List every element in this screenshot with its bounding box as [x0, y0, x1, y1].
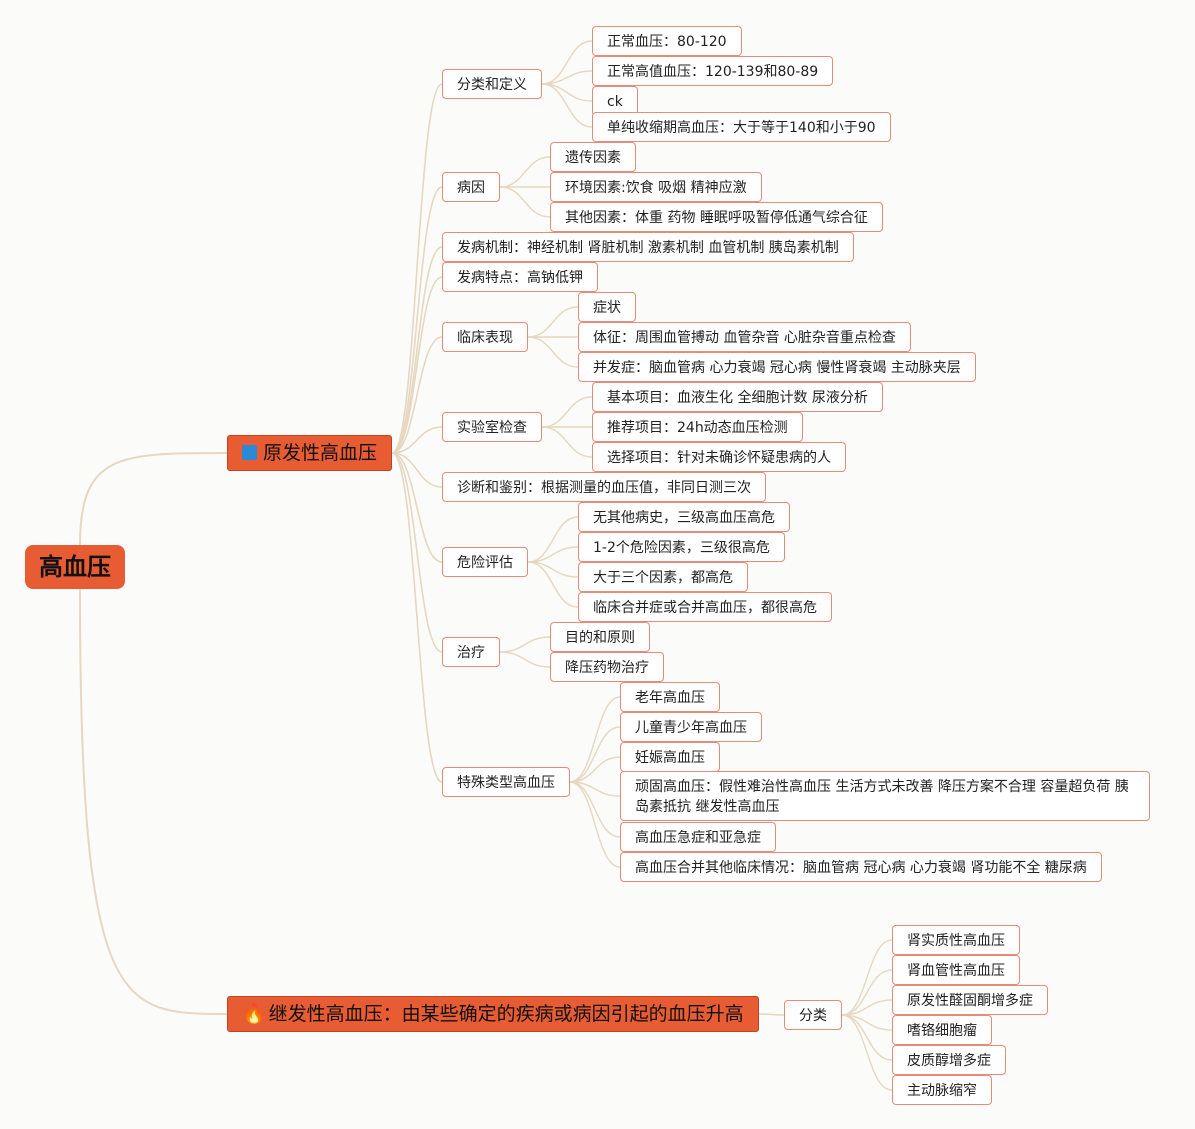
connector-line — [527, 516, 579, 563]
connector-line — [541, 40, 593, 85]
connector-line — [527, 546, 579, 563]
connector-line — [79, 452, 228, 546]
leaf-item[interactable]: 症状 — [578, 292, 636, 322]
connector-line — [758, 1013, 785, 1016]
topic-diagnosis[interactable]: 诊断和鉴别：根据测量的血压值，非同日测三次 — [442, 472, 766, 502]
leaf-item[interactable]: 儿童青少年高血压 — [620, 712, 762, 742]
topic-characteristics[interactable]: 发病特点：高钠低钾 — [442, 262, 598, 292]
leaf-item[interactable]: 妊娠高血压 — [620, 742, 720, 772]
topic-special-types[interactable]: 特殊类型高血压 — [442, 767, 570, 797]
root-node[interactable]: 高血压 — [25, 545, 125, 589]
topic-pathogenesis[interactable]: 发病机制：神经机制 肾脏机制 激素机制 血管机制 胰岛素机制 — [442, 232, 854, 262]
connector-line — [79, 588, 228, 1015]
leaf-item[interactable]: ck — [592, 86, 638, 116]
connector-line — [391, 186, 443, 454]
topic-secondary-classification[interactable]: 分类 — [784, 1000, 842, 1030]
leaf-item[interactable]: 主动脉缩窄 — [892, 1075, 992, 1105]
connector-line — [499, 636, 551, 653]
leaf-item[interactable]: 1-2个危险因素，三级很高危 — [578, 532, 785, 562]
topic-risk[interactable]: 危险评估 — [442, 547, 528, 577]
leaf-item[interactable]: 临床合并症或合并高血压，都很高危 — [578, 592, 832, 622]
connector-line — [841, 969, 893, 1016]
branch-secondary-title: 继发性高血压：由某些确定的疾病或病因引起的血压升高 — [268, 1003, 744, 1025]
connector-line — [391, 276, 443, 454]
connector-line — [527, 561, 579, 608]
connector-line — [541, 396, 593, 428]
connector-line — [391, 426, 443, 454]
leaf-item[interactable]: 嗜铬细胞瘤 — [892, 1015, 992, 1045]
topic-clinical[interactable]: 临床表现 — [442, 322, 528, 352]
connector-line — [391, 452, 443, 563]
topic-classification[interactable]: 分类和定义 — [442, 69, 542, 99]
connector-line — [569, 726, 621, 783]
leaf-item[interactable]: 目的和原则 — [550, 622, 650, 652]
leaf-item[interactable]: 正常高值血压：120-139和80-89 — [592, 56, 834, 86]
leaf-item[interactable]: 推荐项目：24h动态血压检测 — [592, 412, 803, 442]
leaf-item[interactable]: 环境因素:饮食 吸烟 精神应激 — [550, 172, 762, 202]
leaf-item[interactable]: 正常血压：80-120 — [592, 26, 742, 56]
topic-etiology[interactable]: 病因 — [442, 172, 500, 202]
connector-line — [391, 452, 443, 653]
connector-line — [527, 336, 579, 368]
leaf-item[interactable]: 体征：周围血管搏动 血管杂音 心脏杂音重点检查 — [578, 322, 911, 352]
connector-line — [541, 83, 593, 128]
leaf-item[interactable]: 原发性醛固酮增多症 — [892, 985, 1048, 1015]
blue-square-icon — [242, 445, 257, 460]
connector-line — [541, 426, 593, 458]
leaf-item[interactable]: 降压药物治疗 — [550, 652, 664, 682]
branch-primary-title: 原发性高血压 — [263, 442, 378, 464]
leaf-item[interactable]: 高血压急症和亚急症 — [620, 822, 776, 852]
leaf-item[interactable]: 选择项目：针对未确诊怀疑患病的人 — [592, 442, 846, 472]
connector-line — [391, 83, 443, 454]
branch-primary[interactable]: 原发性高血压 — [227, 435, 393, 471]
connector-line — [499, 186, 551, 218]
topic-treatment[interactable]: 治疗 — [442, 637, 500, 667]
leaf-item[interactable]: 无其他病史，三级高血压高危 — [578, 502, 790, 532]
leaf-item[interactable]: 肾实质性高血压 — [892, 925, 1020, 955]
leaf-item[interactable]: 基本项目：血液生化 全细胞计数 尿液分析 — [592, 382, 883, 412]
connector-line — [391, 452, 443, 488]
branch-secondary[interactable]: 🔥继发性高血压：由某些确定的疾病或病因引起的血压升高 — [227, 996, 759, 1032]
leaf-item[interactable]: 其他因素：体重 药物 睡眠呼吸暂停低通气综合征 — [550, 202, 883, 232]
connector-line — [569, 696, 621, 783]
leaf-item[interactable]: 肾血管性高血压 — [892, 955, 1020, 985]
connector-line — [841, 1014, 893, 1061]
connector-line — [841, 1014, 893, 1091]
connector-line — [391, 336, 443, 454]
leaf-item[interactable]: 皮质醇增多症 — [892, 1045, 1006, 1075]
connector-line — [499, 651, 551, 668]
topic-lab-tests[interactable]: 实验室检查 — [442, 412, 542, 442]
connector-line — [569, 781, 621, 838]
connector-line — [569, 781, 621, 868]
connector-line — [841, 939, 893, 1016]
leaf-item[interactable]: 遗传因素 — [550, 142, 636, 172]
leaf-item[interactable]: 顽固高血压：假性难治性高血压 生活方式未改善 降压方案不合理 容量超负荷 胰岛素… — [620, 771, 1150, 821]
connector-line — [499, 156, 551, 188]
connector-line — [841, 999, 893, 1016]
connector-line — [391, 452, 443, 783]
connector-line — [527, 306, 579, 338]
leaf-item[interactable]: 单纯收缩期高血压：大于等于140和小于90 — [592, 112, 891, 142]
leaf-item[interactable]: 并发症：脑血管病 心力衰竭 冠心病 慢性肾衰竭 主动脉夹层 — [578, 352, 976, 382]
connector-line — [569, 756, 621, 783]
leaf-item[interactable]: 高血压合并其他临床情况：脑血管病 冠心病 心力衰竭 肾功能不全 糖尿病 — [620, 852, 1102, 882]
leaf-item[interactable]: 老年高血压 — [620, 682, 720, 712]
connector-line — [541, 83, 593, 102]
fire-icon: 🔥 — [242, 1003, 266, 1025]
leaf-item[interactable]: 大于三个因素，都高危 — [578, 562, 748, 592]
